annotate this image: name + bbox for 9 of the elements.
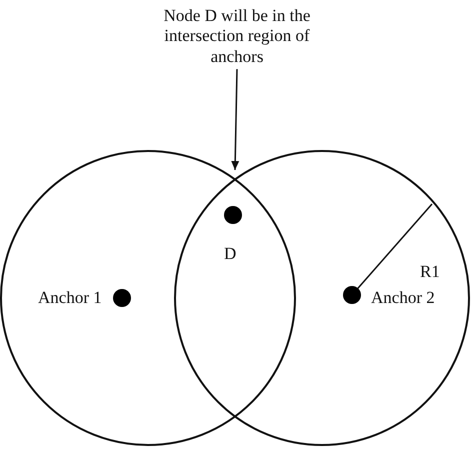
anchor-dot (343, 286, 361, 304)
node-label: Anchor 2 (371, 288, 435, 308)
node-label: D (224, 244, 236, 264)
node-dot (224, 206, 242, 224)
annotation-text: Node D will be in the intersection region of anchors (137, 6, 337, 68)
radius-label: R1 (420, 262, 440, 282)
arrow (231, 69, 240, 170)
anchor-dot (113, 289, 131, 307)
node-label: Anchor 1 (38, 288, 102, 308)
